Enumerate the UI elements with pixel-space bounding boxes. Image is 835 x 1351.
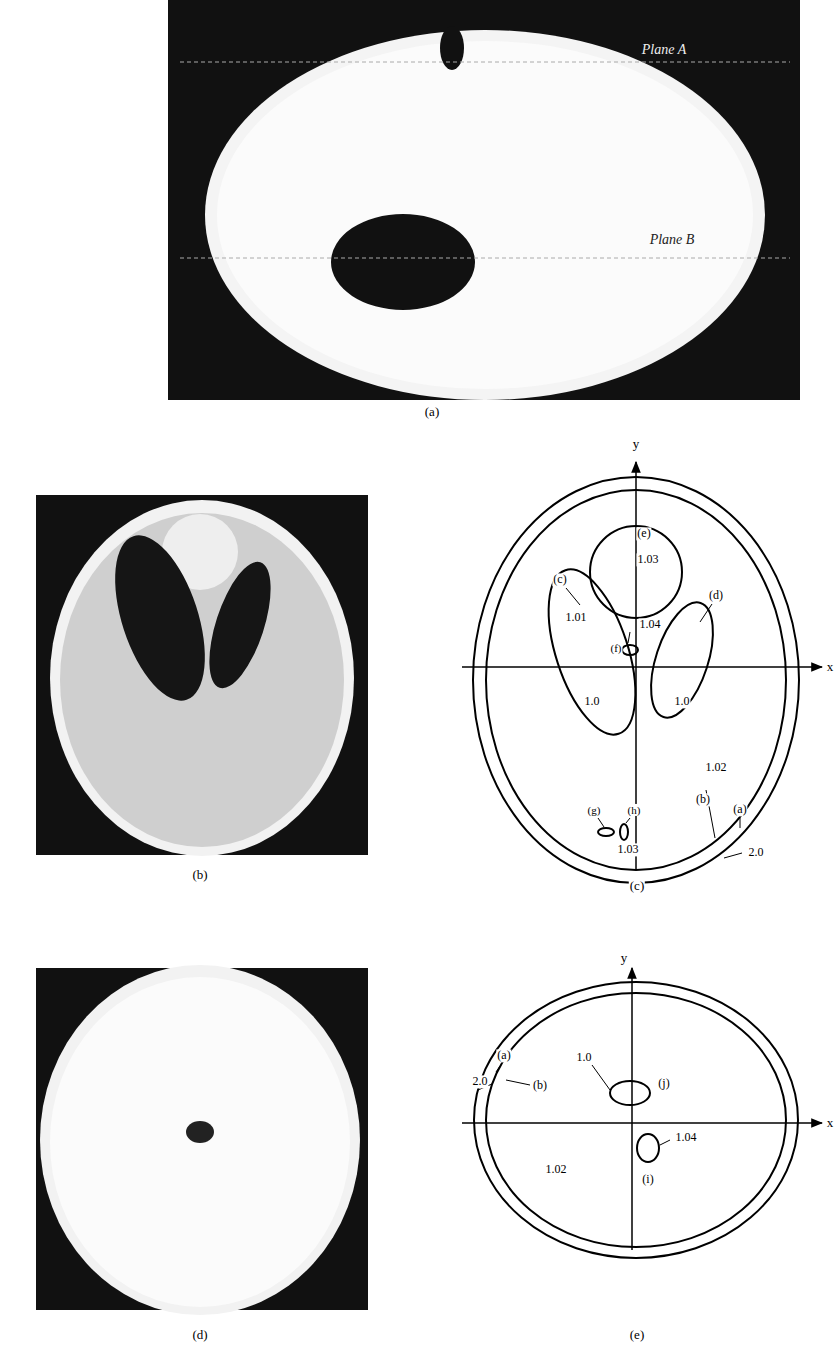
callout-letter: (b): [695, 793, 711, 806]
callout-letter: (g): [587, 804, 602, 816]
value-label: 1.01: [565, 611, 588, 624]
value-label: 1.0: [584, 695, 601, 708]
callout-letter: (j): [657, 1077, 670, 1090]
caption: (c): [629, 879, 645, 893]
callout-letter: (c): [552, 573, 567, 586]
callout-letter: (b): [532, 1079, 548, 1092]
axis-label: y: [632, 437, 641, 451]
callout-letter: (a): [496, 1049, 511, 1062]
caption: (d): [191, 1328, 208, 1342]
value-label: 2.0: [472, 1075, 489, 1088]
axis-label: x: [826, 660, 835, 674]
plane-b-image: [36, 965, 368, 1315]
value-label: 1.03: [637, 553, 660, 566]
callout-letter: (e): [636, 527, 651, 540]
value-label: 1.0: [576, 1051, 593, 1064]
caption: (e): [629, 1328, 645, 1342]
callout-letter: (i): [641, 1173, 654, 1186]
value-label: 2.0: [748, 846, 765, 859]
callout-letter: (a): [732, 803, 747, 816]
value-label: 1.03: [617, 843, 640, 856]
plane-a-image: [36, 495, 368, 856]
value-label: 1.0: [674, 695, 691, 708]
value-label: 1.04: [675, 1131, 698, 1144]
plane-label: Plane A: [641, 42, 687, 57]
callout-letter: (f): [610, 642, 623, 654]
axis-label: x: [826, 1116, 835, 1130]
plane-a-schematic: [462, 462, 822, 883]
callout-letter: (d): [708, 589, 724, 602]
value-label: 1.02: [705, 761, 728, 774]
value-label: 1.02: [545, 1163, 568, 1176]
sagittal-image: [168, 0, 800, 400]
caption: (a): [424, 405, 440, 419]
callout-letter: (h): [627, 804, 642, 816]
plane-b-schematic: [462, 968, 822, 1258]
plane-label: Plane B: [649, 232, 696, 247]
caption: (b): [191, 868, 208, 882]
axis-label: y: [620, 951, 629, 965]
value-label: 1.04: [639, 618, 662, 631]
